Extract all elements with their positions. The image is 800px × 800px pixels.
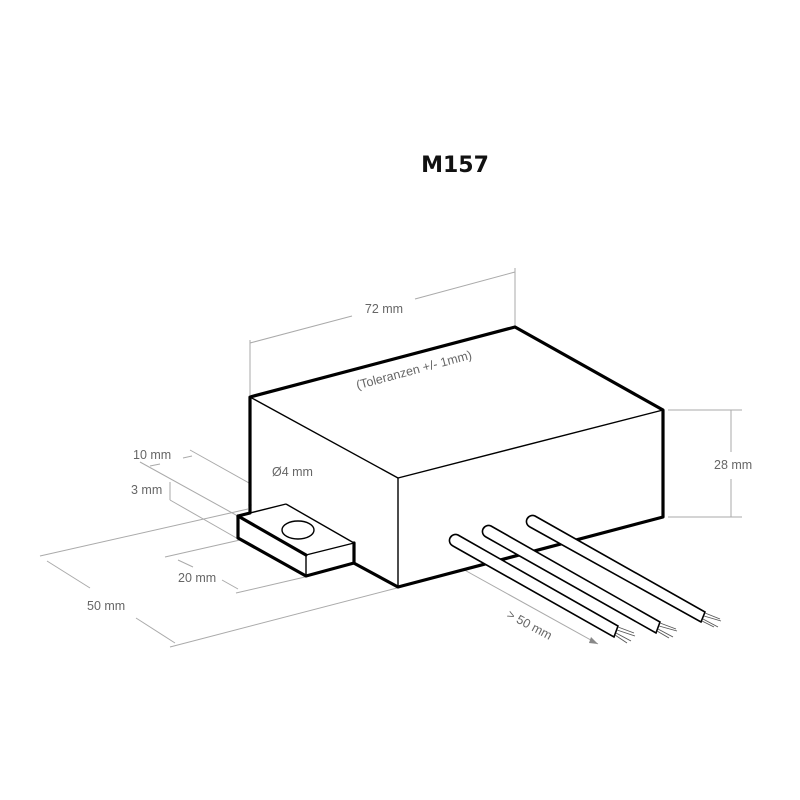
- mounting-tab: [236, 503, 356, 578]
- tab-width-label: 10 mm: [133, 448, 171, 462]
- tab-length-label: 20 mm: [178, 571, 216, 585]
- height-label: 28 mm: [714, 458, 752, 472]
- wire-3: [525, 514, 722, 628]
- wire-length-label: > 50 mm: [505, 607, 555, 642]
- length-label: 72 mm: [365, 302, 403, 316]
- depth-label: 50 mm: [87, 599, 125, 613]
- model-title: M157: [421, 153, 489, 178]
- wire-1: [448, 533, 636, 644]
- wires: [448, 514, 722, 644]
- hole-diameter-label: Ø4 mm: [272, 465, 313, 479]
- mounting-hole: [281, 520, 315, 540]
- tab-thickness-label: 3 mm: [131, 483, 162, 497]
- wire-2: [481, 524, 678, 639]
